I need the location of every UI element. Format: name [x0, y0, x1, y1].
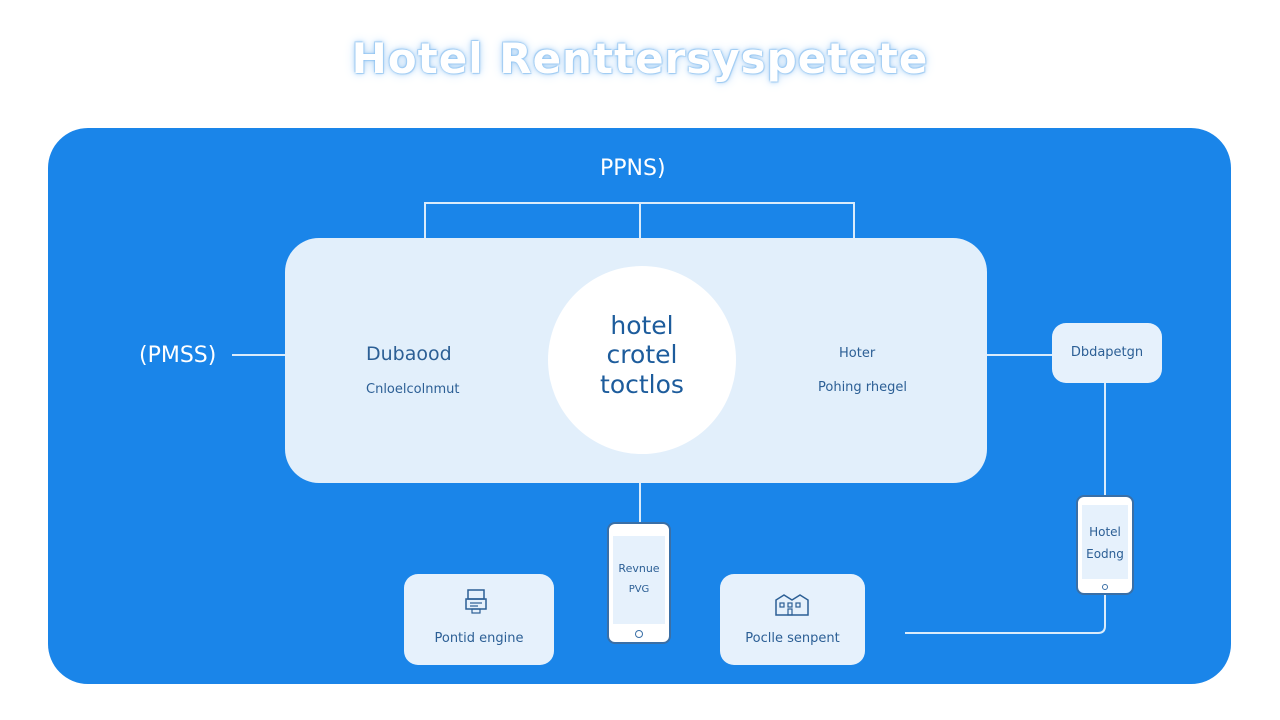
phone-right-home-button	[1102, 584, 1108, 590]
left-label: (PMSS)	[139, 343, 217, 368]
circle-line-3: toctlos	[600, 370, 684, 399]
hotel-building-icon	[773, 591, 811, 621]
node-bottom-left: Pontid engine	[404, 574, 554, 665]
phone-center-screen: Revnue PVG	[613, 536, 665, 624]
circle-line-1: hotel	[610, 311, 674, 340]
node-bottom-right-label: Poclle senpent	[745, 631, 840, 646]
phone-center: Revnue PVG	[607, 522, 671, 644]
hub-right-subtitle: Pohing rhegel	[818, 380, 908, 395]
diagram-title: Hotel Renttersyspetete	[351, 34, 929, 83]
node-bottom-left-label: Pontid engine	[434, 631, 524, 646]
phone-center-line-1: Revnue	[618, 562, 660, 575]
hub-left-title: Dubaood	[366, 343, 452, 365]
phone-right: Hotel Eodng	[1076, 495, 1134, 595]
node-bottom-right: Poclle senpent	[720, 574, 865, 665]
phone-right-line-2: Eodng	[1086, 547, 1124, 561]
node-right-top: Dbdapetgn	[1052, 323, 1162, 383]
hub-center-circle	[548, 266, 736, 454]
phone-right-line-1: Hotel	[1089, 525, 1121, 539]
booking-engine-icon	[464, 588, 488, 620]
node-right-top-label: Dbdapetgn	[1070, 345, 1144, 360]
top-label: PPNS)	[600, 156, 666, 181]
phone-center-home-button	[635, 630, 643, 638]
phone-center-line-2: PVG	[628, 584, 650, 595]
phone-right-screen: Hotel Eodng	[1082, 505, 1128, 579]
hub-right-title: Hoter	[839, 346, 876, 361]
hub-left-subtitle: Cnloelcolnmut	[366, 382, 460, 397]
circle-line-2: crotel	[606, 340, 678, 369]
